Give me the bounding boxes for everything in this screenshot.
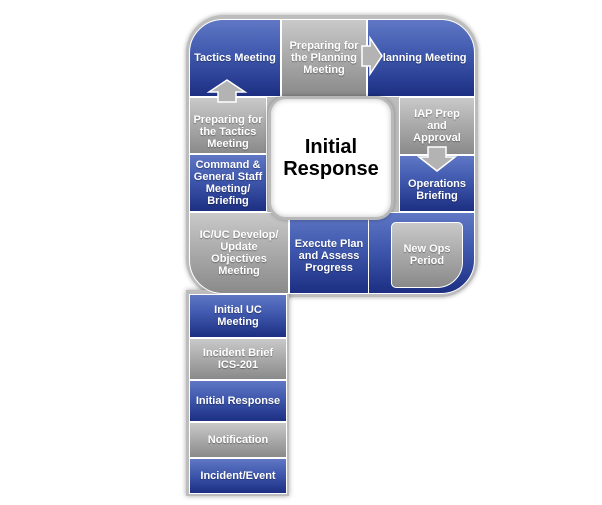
initial-uc-meeting-box: Initial UC Meeting xyxy=(189,294,287,338)
planning-meeting-label: Planning Meeting xyxy=(375,52,467,64)
arrow-down-icon xyxy=(416,146,458,172)
arrow-up-icon xyxy=(206,79,248,103)
execute-plan-box: Execute Plan and Assess Progress xyxy=(289,212,369,294)
initial-response-stem-box: Initial Response xyxy=(189,380,287,422)
command-general-staff-box: Command & General Staff Meeting/ Briefin… xyxy=(189,154,267,212)
objectives-meeting-box: IC/UC Develop/ Update Objectives Meeting xyxy=(189,212,289,294)
tactics-meeting-box: Tactics Meeting xyxy=(189,19,281,97)
objectives-meeting-label: IC/UC Develop/ Update Objectives Meeting xyxy=(199,229,279,277)
initial-uc-meeting-label: Initial UC Meeting xyxy=(214,304,262,328)
incident-event-label: Incident/Event xyxy=(200,470,276,482)
arrow-right-icon xyxy=(361,35,383,77)
preparing-planning-meeting-box: Preparing for the Planning Meeting xyxy=(281,19,367,97)
iap-prep-box: IAP Prep and Approval xyxy=(399,97,475,155)
planning-meeting-box: Planning Meeting xyxy=(367,19,475,97)
new-ops-period-box: New Ops Period xyxy=(391,222,463,288)
notification-label: Notification xyxy=(207,434,269,446)
preparing-planning-meeting-label: Preparing for the Planning Meeting xyxy=(289,40,359,76)
incident-event-box: Incident/Event xyxy=(189,458,287,494)
preparing-tactics-meeting-box: Preparing for the Tactics Meeting xyxy=(189,97,267,154)
iap-prep-label: IAP Prep and Approval xyxy=(413,108,461,144)
preparing-tactics-meeting-label: Preparing for the Tactics Meeting xyxy=(193,113,263,150)
incident-brief-box: Incident Brief ICS-201 xyxy=(189,338,287,380)
tactics-meeting-label: Tactics Meeting xyxy=(194,52,276,64)
notification-box: Notification xyxy=(189,422,287,458)
center-label: Initial Response xyxy=(283,136,379,180)
operations-briefing-label: Operations Briefing xyxy=(407,177,467,202)
execute-plan-label: Execute Plan and Assess Progress xyxy=(294,238,364,274)
incident-brief-label: Incident Brief ICS-201 xyxy=(202,347,274,371)
center-box: Initial Response xyxy=(268,96,394,220)
command-general-staff-label: Command & General Staff Meeting/ Briefin… xyxy=(193,159,263,207)
new-ops-period-label: New Ops Period xyxy=(403,243,451,267)
initial-response-stem-label: Initial Response xyxy=(195,395,281,407)
